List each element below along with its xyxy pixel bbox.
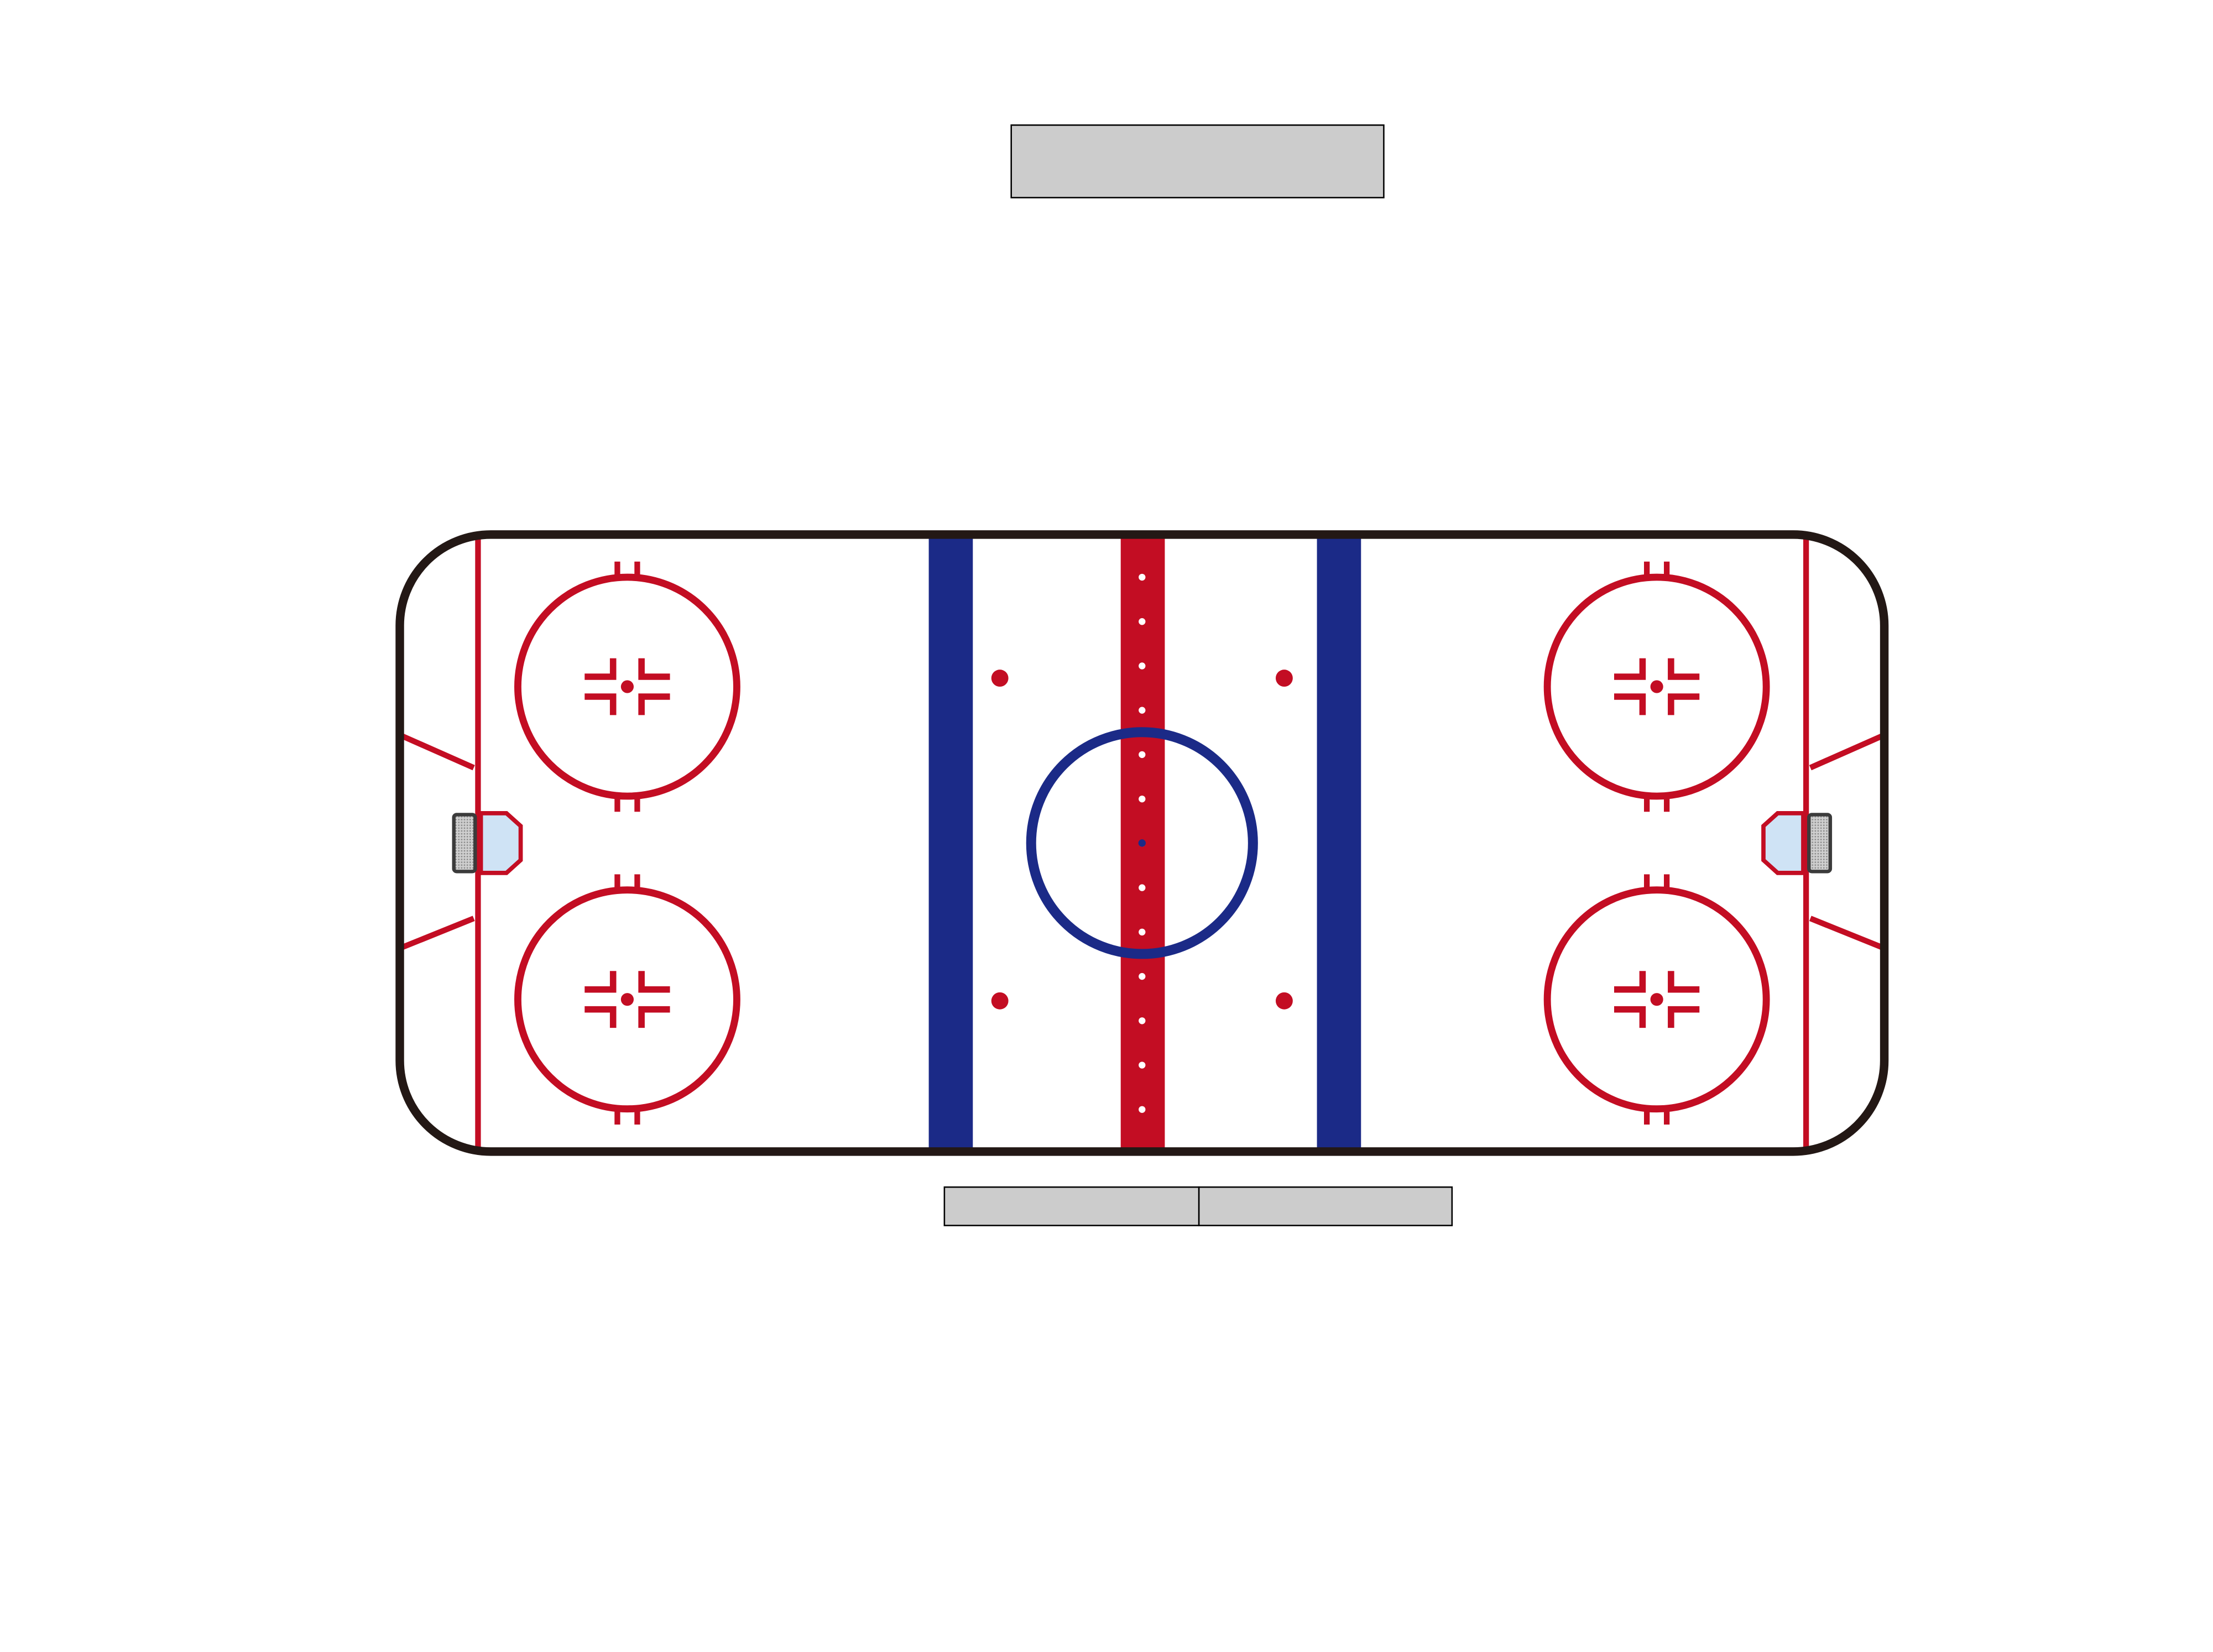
center-line-dot [1139,928,1146,935]
center-line-dot [1139,662,1146,670]
bottom-label-boxes [943,1186,1453,1226]
faceoff-l-mark [1614,693,1646,715]
left-goal-crease [478,811,523,875]
left-blue-line [928,534,973,1152]
top-label-box-rect [1010,124,1385,198]
faceoff-l-mark [1668,658,1700,680]
center-line-dot [1139,1062,1146,1069]
faceoff-l-mark [584,693,617,715]
center-line-dot [1139,1017,1146,1024]
faceoff-l-mark [1614,658,1646,680]
bottom-left-box-rect [943,1186,1200,1226]
rink-markings [400,534,1885,1152]
faceoff-l-mark [638,1006,670,1028]
center-line-dot [1139,573,1146,581]
faceoff-circle-right-top [1543,561,1770,812]
right-trapezoid-top [1809,732,1885,771]
faceoff-dot [620,680,634,693]
top-label-box [1010,124,1385,198]
right-goal-crease [1761,811,1805,875]
faceoff-l-mark [1614,971,1646,993]
center-ice-circle [1026,727,1258,959]
center-line-dot [1139,795,1146,803]
bottom-right-box-rect [1198,1186,1453,1226]
right-blue-line [1317,534,1361,1152]
faceoff-circle-left-top [514,561,740,812]
neutral-zone-faceoff-dot [1276,992,1293,1010]
center-line-dot [1139,884,1146,891]
center-line-dot [1139,973,1146,980]
rink-boards [395,530,1889,1156]
faceoff-l-mark [638,971,670,993]
neutral-zone-faceoff-dot [1276,670,1293,687]
faceoff-dot [1650,680,1663,693]
faceoff-dot [1650,993,1663,1006]
faceoff-l-mark [1614,1006,1646,1028]
faceoff-dot [620,993,634,1006]
faceoff-l-mark [1668,693,1700,715]
center-ice-dot [1138,839,1146,847]
faceoff-l-mark [584,1006,617,1028]
faceoff-circle-ring [514,886,740,1113]
center-line-dot [1139,618,1146,625]
faceoff-l-mark [638,658,670,680]
rink-surface [395,530,1889,1156]
right-trapezoid-bottom [1809,916,1885,951]
faceoff-l-mark [584,658,617,680]
center-line-dot [1139,1106,1146,1113]
faceoff-circle-ring [514,573,740,800]
left-trapezoid-top [400,732,475,771]
right-goal-net [1807,813,1833,874]
left-trapezoid-bottom [400,916,475,951]
faceoff-circle-ring [1543,886,1770,1113]
center-line-dots [1139,573,1146,1113]
center-line-dot [1139,707,1146,714]
faceoff-l-mark [1668,971,1700,993]
center-line-dot [1139,751,1146,759]
faceoff-circle-right-bottom [1543,874,1770,1125]
faceoff-l-mark [1668,1006,1700,1028]
faceoff-l-mark [584,971,617,993]
neutral-zone-faceoff-dot [991,992,1009,1010]
faceoff-circle-ring [1543,573,1770,800]
left-goal-net [452,813,477,874]
faceoff-circle-left-bottom [514,874,740,1125]
neutral-zone-faceoff-dot [991,670,1009,687]
faceoff-l-mark [638,693,670,715]
